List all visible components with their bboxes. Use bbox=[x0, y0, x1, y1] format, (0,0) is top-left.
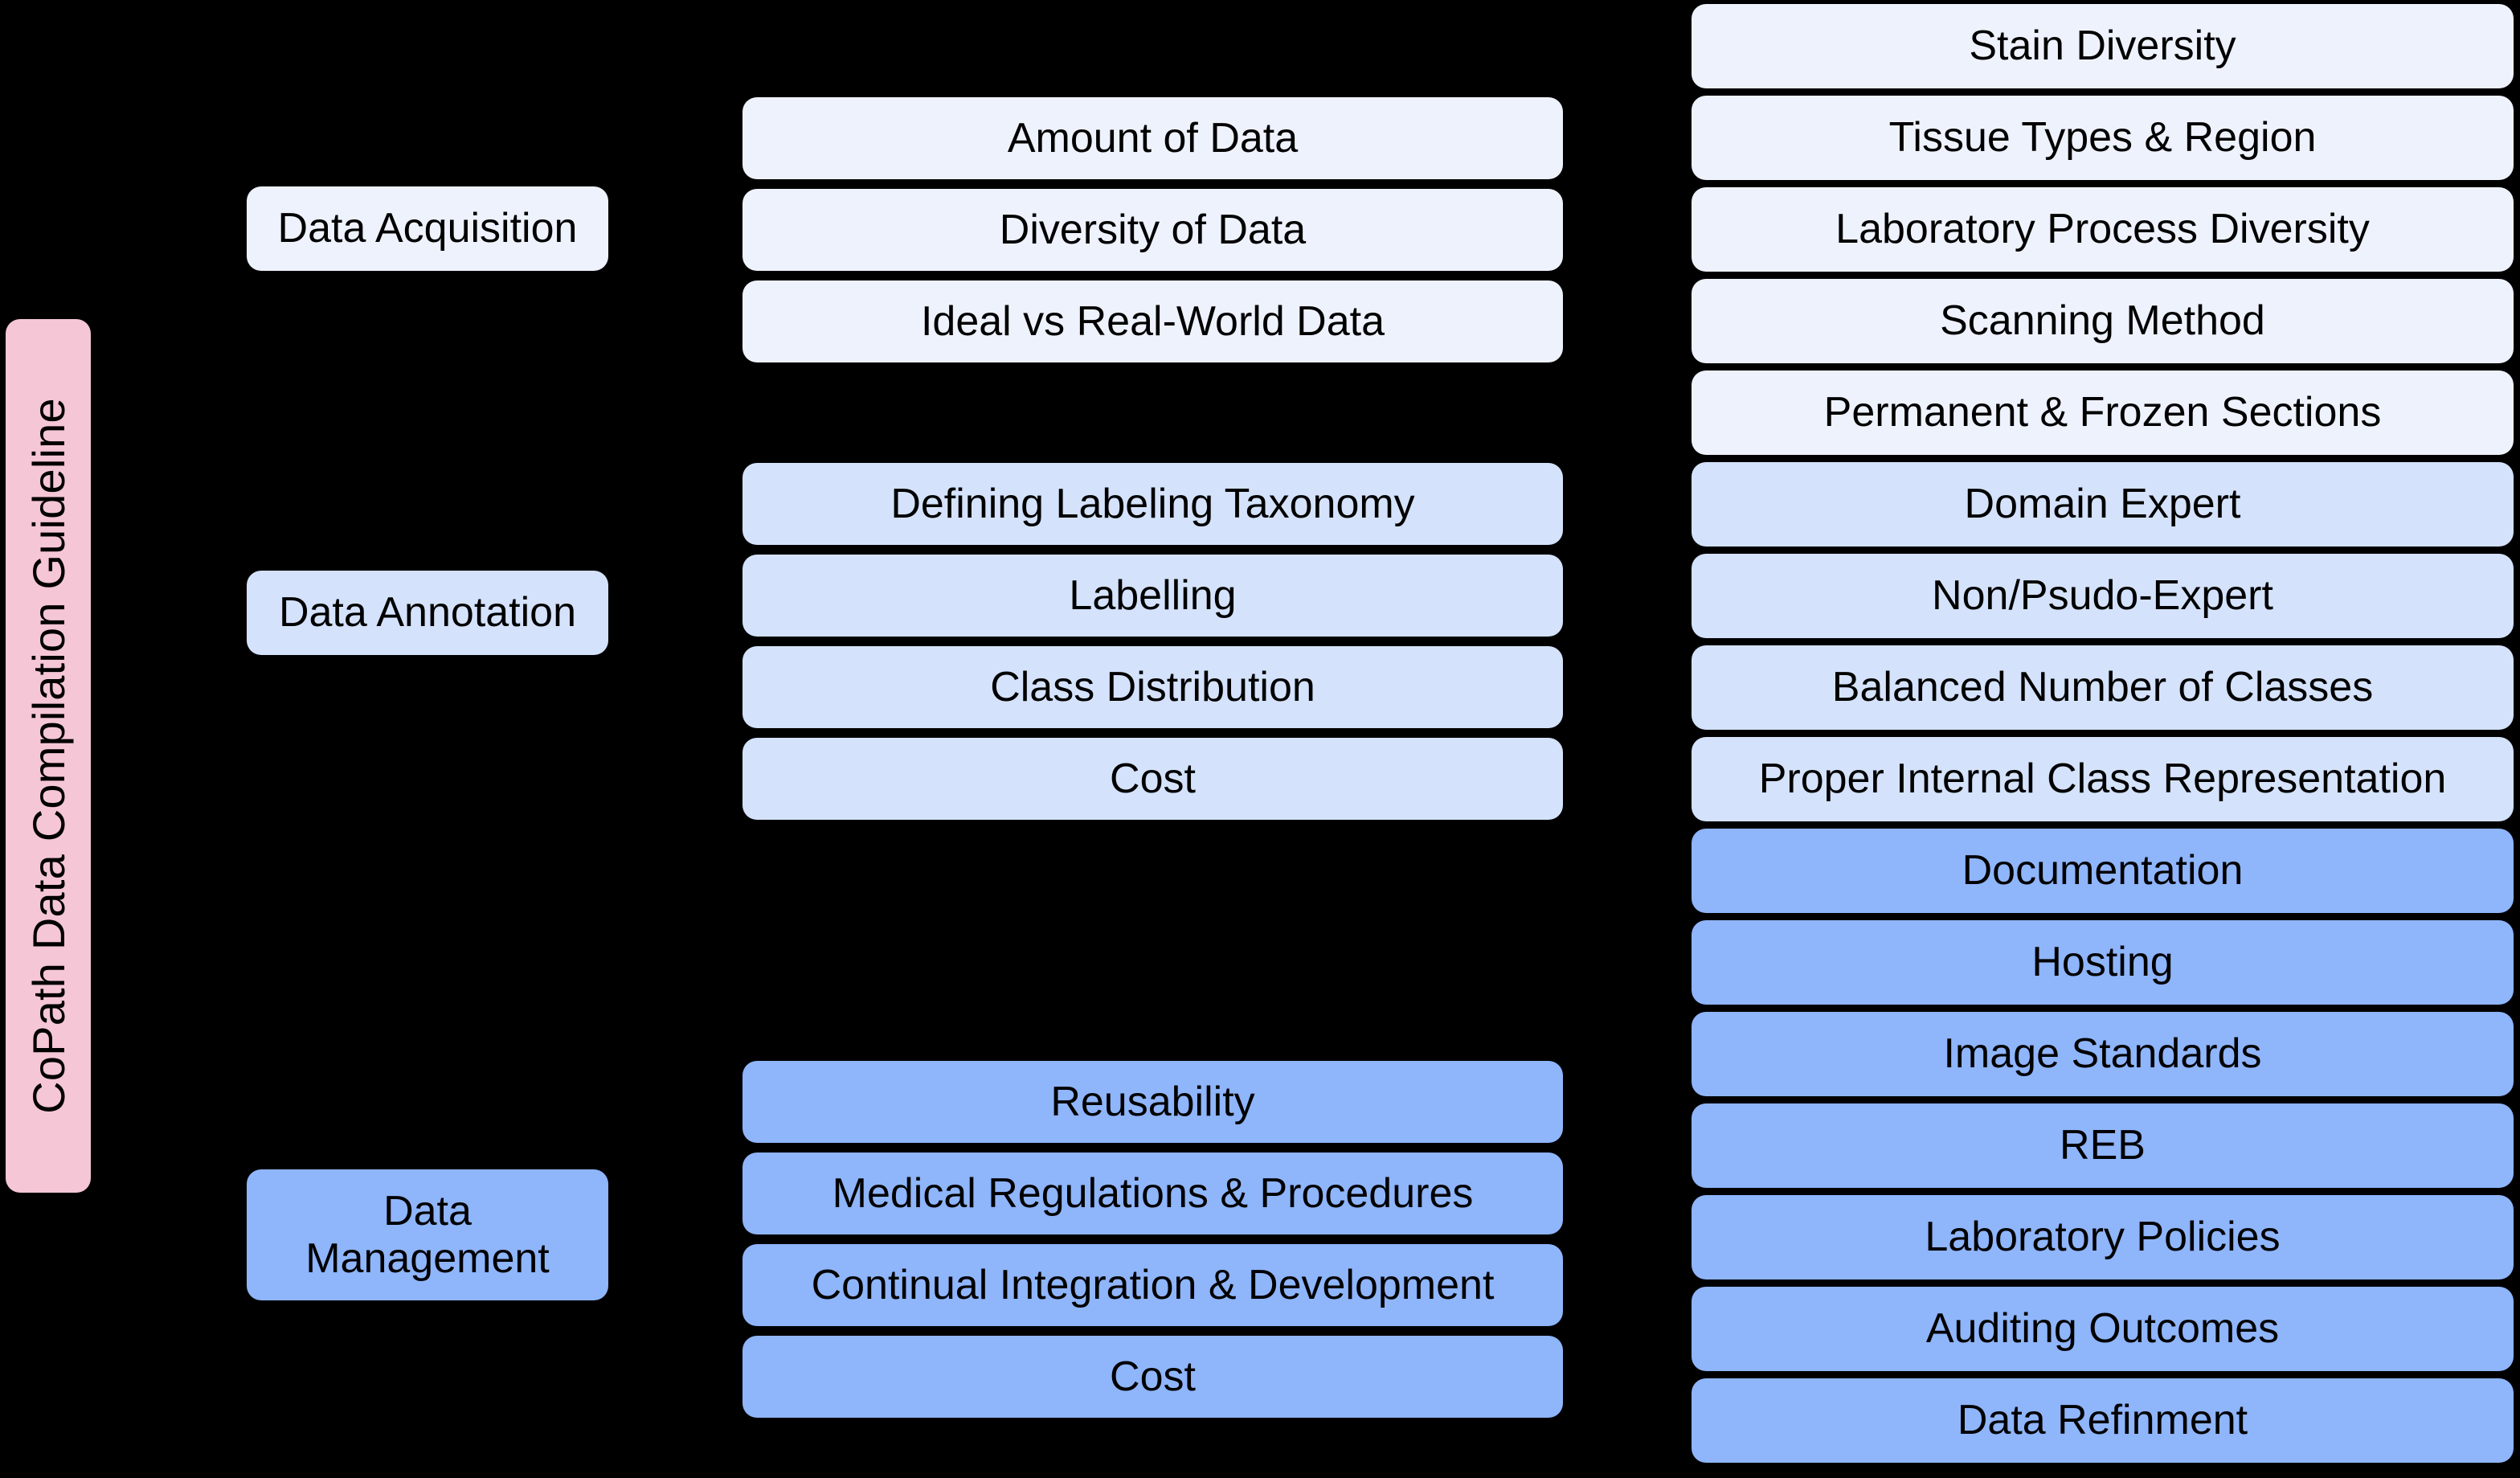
subtopic-node-continual-integration-development-label: Continual Integration & Development bbox=[811, 1261, 1495, 1308]
detail-node-domain-expert[interactable]: Domain Expert bbox=[1692, 462, 2514, 547]
subtopic-node-defining-labeling-taxonomy[interactable]: Defining Labeling Taxonomy bbox=[742, 463, 1563, 545]
detail-node-proper-internal-class-representation-label: Proper Internal Class Representation bbox=[1758, 755, 2447, 803]
detail-node-domain-expert-label: Domain Expert bbox=[1964, 481, 2241, 528]
subtopic-node-reusability-label: Reusability bbox=[1050, 1078, 1255, 1125]
detail-node-non-psudo-expert[interactable]: Non/Psudo-Expert bbox=[1692, 554, 2514, 638]
detail-node-laboratory-process-diversity-label: Laboratory Process Diversity bbox=[1835, 206, 2370, 253]
detail-node-tissue-types-region[interactable]: Tissue Types & Region bbox=[1692, 96, 2514, 180]
subtopic-node-labelling[interactable]: Labelling bbox=[742, 555, 1563, 637]
subtopic-node-diversity-of-data-label: Diversity of Data bbox=[999, 206, 1307, 253]
root-node-label: CoPath Data Compilation Guideline bbox=[22, 398, 74, 1114]
detail-node-stain-diversity[interactable]: Stain Diversity bbox=[1692, 4, 2514, 88]
subtopic-node-labelling-label: Labelling bbox=[1069, 571, 1237, 619]
detail-node-reb-label: REB bbox=[2060, 1122, 2146, 1169]
detail-node-data-refinment-label: Data Refinment bbox=[1957, 1397, 2248, 1444]
detail-node-documentation-label: Documentation bbox=[1962, 847, 2244, 895]
subtopic-node-continual-integration-development[interactable]: Continual Integration & Development bbox=[742, 1244, 1563, 1326]
category-node-data-annotation[interactable]: Data Annotation bbox=[247, 571, 608, 655]
detail-node-proper-internal-class-representation[interactable]: Proper Internal Class Representation bbox=[1692, 737, 2514, 821]
root-node-copath-data-compilation-guideline[interactable]: CoPath Data Compilation Guideline bbox=[6, 319, 91, 1193]
subtopic-node-defining-labeling-taxonomy-label: Defining Labeling Taxonomy bbox=[890, 480, 1415, 527]
detail-node-image-standards-label: Image Standards bbox=[1943, 1030, 2262, 1078]
category-node-data-management-label: Data Management bbox=[305, 1188, 550, 1282]
subtopic-node-diversity-of-data[interactable]: Diversity of Data bbox=[742, 189, 1563, 271]
detail-node-documentation[interactable]: Documentation bbox=[1692, 829, 2514, 913]
detail-node-reb[interactable]: REB bbox=[1692, 1103, 2514, 1188]
category-node-data-acquisition[interactable]: Data Acquisition bbox=[247, 186, 608, 271]
detail-node-balanced-number-of-classes-label: Balanced Number of Classes bbox=[1831, 664, 2374, 711]
detail-node-data-refinment[interactable]: Data Refinment bbox=[1692, 1378, 2514, 1463]
detail-node-scanning-method-label: Scanning Method bbox=[1940, 297, 2265, 345]
detail-node-auditing-outcomes[interactable]: Auditing Outcomes bbox=[1692, 1287, 2514, 1371]
detail-node-permanent-frozen-sections-label: Permanent & Frozen Sections bbox=[1823, 389, 2382, 436]
subtopic-node-medical-regulations-procedures-label: Medical Regulations & Procedures bbox=[832, 1169, 1474, 1217]
detail-node-non-psudo-expert-label: Non/Psudo-Expert bbox=[1932, 572, 2273, 620]
detail-node-stain-diversity-label: Stain Diversity bbox=[1969, 23, 2236, 70]
subtopic-node-cost-label: Cost bbox=[1110, 1353, 1196, 1400]
subtopic-node-ideal-vs-real-world-data[interactable]: Ideal vs Real-World Data bbox=[742, 280, 1563, 362]
detail-node-auditing-outcomes-label: Auditing Outcomes bbox=[1925, 1305, 2280, 1353]
detail-node-hosting-label: Hosting bbox=[2031, 939, 2174, 986]
subtopic-node-class-distribution[interactable]: Class Distribution bbox=[742, 646, 1563, 728]
detail-node-laboratory-policies[interactable]: Laboratory Policies bbox=[1692, 1195, 2514, 1279]
detail-node-tissue-types-region-label: Tissue Types & Region bbox=[1888, 114, 2317, 162]
category-node-data-acquisition-label: Data Acquisition bbox=[277, 205, 578, 252]
detail-node-laboratory-policies-label: Laboratory Policies bbox=[1925, 1214, 2281, 1261]
category-node-data-management[interactable]: Data Management bbox=[247, 1169, 608, 1300]
category-node-data-annotation-label: Data Annotation bbox=[278, 589, 577, 637]
subtopic-node-cost[interactable]: Cost bbox=[742, 738, 1563, 820]
subtopic-node-class-distribution-label: Class Distribution bbox=[990, 663, 1315, 710]
detail-node-balanced-number-of-classes[interactable]: Balanced Number of Classes bbox=[1692, 645, 2514, 730]
subtopic-node-cost[interactable]: Cost bbox=[742, 1336, 1563, 1418]
subtopic-node-cost-label: Cost bbox=[1110, 755, 1196, 802]
subtopic-node-amount-of-data[interactable]: Amount of Data bbox=[742, 97, 1563, 179]
subtopic-node-medical-regulations-procedures[interactable]: Medical Regulations & Procedures bbox=[742, 1153, 1563, 1234]
subtopic-node-ideal-vs-real-world-data-label: Ideal vs Real-World Data bbox=[920, 297, 1385, 345]
detail-node-hosting[interactable]: Hosting bbox=[1692, 920, 2514, 1005]
subtopic-node-reusability[interactable]: Reusability bbox=[742, 1061, 1563, 1143]
subtopic-node-amount-of-data-label: Amount of Data bbox=[1007, 114, 1299, 162]
detail-node-laboratory-process-diversity[interactable]: Laboratory Process Diversity bbox=[1692, 187, 2514, 272]
detail-node-image-standards[interactable]: Image Standards bbox=[1692, 1012, 2514, 1096]
detail-node-scanning-method[interactable]: Scanning Method bbox=[1692, 279, 2514, 363]
detail-node-permanent-frozen-sections[interactable]: Permanent & Frozen Sections bbox=[1692, 371, 2514, 455]
